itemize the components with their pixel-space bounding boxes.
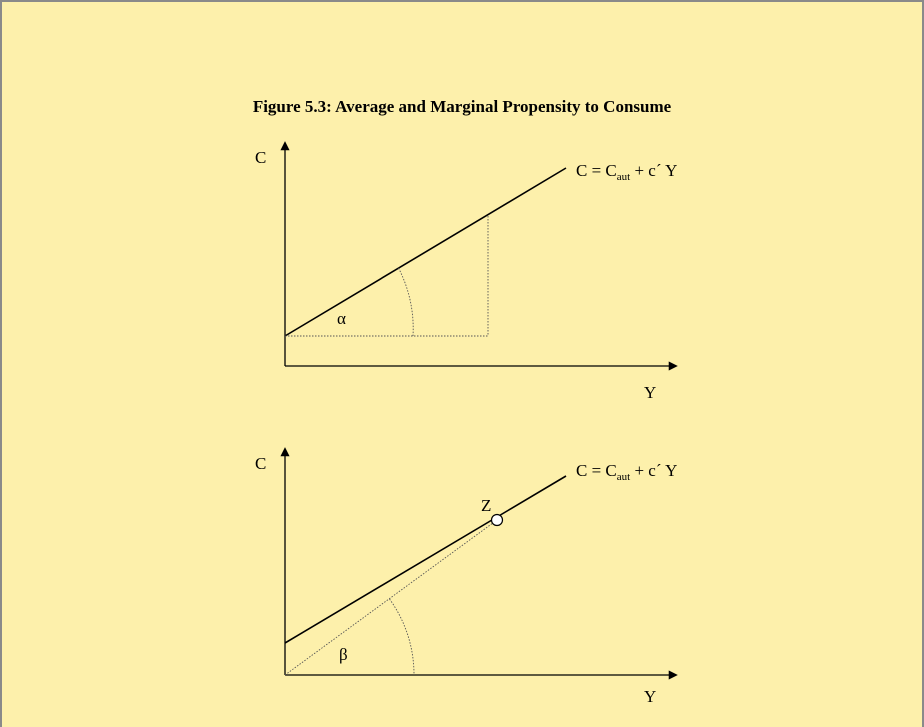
- bottom-consumption-line: [284, 475, 567, 644]
- bottom-angle-label: β: [339, 645, 348, 664]
- top-consumption-line: [284, 167, 567, 337]
- figure-title: Figure 5.3: Average and Marginal Propens…: [252, 97, 672, 116]
- bottom-x-axis-label: Y: [644, 687, 656, 706]
- top-line-equation: C = Caut + c´ Y: [576, 161, 677, 183]
- bottom-line-equation: C = Caut + c´ Y: [576, 461, 677, 483]
- point-z-marker: [490, 513, 504, 527]
- point-z-label: Z: [481, 496, 491, 515]
- top-y-axis-label: C: [255, 148, 266, 167]
- bottom-panel: C Y Z β C = Caut + c´ Y: [255, 447, 678, 706]
- top-angle-arc: [398, 267, 414, 337]
- top-angle-label: α: [337, 309, 346, 328]
- top-x-axis-label: Y: [644, 383, 656, 402]
- bottom-angle-arc: [389, 598, 415, 676]
- top-panel: C Y α C = Caut + c´ Y: [255, 141, 678, 402]
- bottom-average-ray: [284, 519, 498, 676]
- bottom-y-axis-label: C: [255, 454, 266, 473]
